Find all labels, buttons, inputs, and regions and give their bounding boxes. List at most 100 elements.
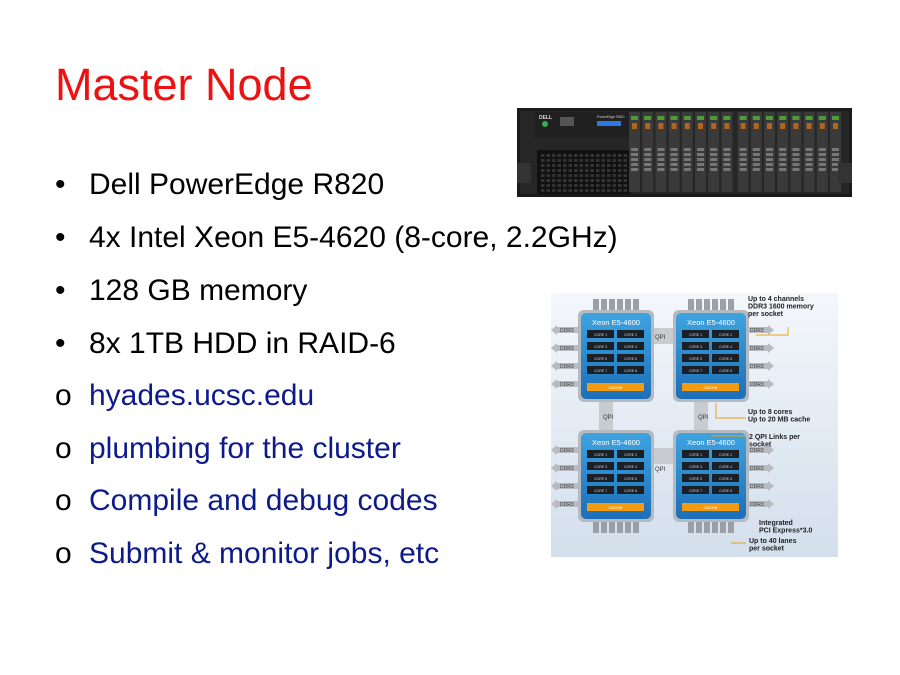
bullet-text: hyades.ucsc.edu — [89, 379, 315, 412]
sub-bullet-item: o hyades.ucsc.edu — [55, 381, 314, 411]
cache-block — [587, 503, 644, 511]
ddr3-label: DDR3 — [560, 346, 574, 352]
core-label: CORE 5 — [689, 357, 702, 361]
cache-block — [682, 503, 739, 511]
cpu-label: Xeon E5-4600 — [687, 318, 735, 327]
core-block — [712, 342, 739, 350]
bullet-text: 8x 1TB HDD in RAID-6 — [89, 327, 396, 360]
core-label: CORE 8 — [719, 489, 732, 493]
cache-label: CACHE — [703, 505, 717, 510]
core-label: CORE 4 — [624, 465, 637, 469]
core-block — [682, 330, 709, 338]
bullet-text: Compile and debug codes — [89, 484, 438, 517]
annotation-memory: Up to 4 channels — [748, 296, 804, 303]
server-model: PowerEdge R820 — [597, 115, 624, 119]
annotation-pcie: Integrated — [759, 520, 793, 527]
core-label: CORE 4 — [719, 465, 732, 469]
annotation-pcie-lanes: per socket — [749, 546, 785, 553]
memory-arrow — [551, 463, 579, 473]
core-block — [712, 354, 739, 362]
core-label: CORE 5 — [689, 477, 702, 481]
core-label: CORE 6 — [624, 477, 637, 481]
annotation-pcie: PCI Express*3.0 — [759, 528, 812, 535]
core-block — [682, 450, 709, 458]
drive-bay — [668, 112, 680, 192]
core-label: CORE 8 — [719, 369, 732, 373]
memory-arrow — [551, 379, 579, 389]
core-label: CORE 4 — [624, 345, 637, 349]
bullet-marker: o — [55, 537, 72, 570]
core-block — [617, 366, 644, 374]
core-block — [617, 330, 644, 338]
core-block — [617, 486, 644, 494]
core-block — [682, 474, 709, 482]
memory-arrow — [551, 499, 579, 509]
bullet-marker: • — [55, 274, 66, 307]
memory-arrow — [746, 463, 774, 473]
core-block — [712, 486, 739, 494]
core-label: CORE 7 — [594, 489, 607, 493]
core-block — [682, 486, 709, 494]
annotation-cores: Up to 20 MB cache — [748, 417, 810, 424]
core-label: CORE 6 — [719, 357, 732, 361]
core-block — [617, 450, 644, 458]
core-block — [587, 366, 614, 374]
qpi-label: QPI — [655, 467, 666, 473]
core-label: CORE 2 — [719, 453, 732, 457]
annotation-qpi: 2 QPI Links per — [749, 434, 800, 441]
core-block — [617, 354, 644, 362]
core-block — [712, 450, 739, 458]
bullet-marker: o — [55, 432, 72, 465]
bullet-text: Dell PowerEdge R820 — [89, 168, 385, 201]
core-label: CORE 6 — [624, 357, 637, 361]
callout-line — [715, 403, 746, 419]
annotation-pcie-lanes: Up to 40 lanes — [749, 538, 797, 545]
bullet-text: 4x Intel Xeon E5-4620 (8-core, 2.2GHz) — [89, 221, 618, 254]
bullet-text: 128 GB memory — [89, 274, 308, 307]
cpu-label: Xeon E5-4600 — [592, 438, 640, 447]
ddr3-label: DDR3 — [750, 448, 764, 454]
bullet-marker: o — [55, 379, 72, 412]
annotation-cores: Up to 8 cores — [748, 409, 792, 416]
annotation-qpi: socket — [749, 442, 772, 449]
cache-block — [587, 383, 644, 391]
bullet-marker: • — [55, 221, 66, 254]
core-block — [587, 342, 614, 350]
core-block — [587, 354, 614, 362]
ddr3-label: DDR3 — [560, 364, 574, 370]
qpi-label: QPI — [655, 335, 666, 341]
bullet-item: • 128 GB memory — [55, 276, 307, 306]
core-block — [682, 462, 709, 470]
core-label: CORE 3 — [594, 465, 607, 469]
slide-title: Master Node — [55, 59, 313, 110]
drive-bay — [764, 112, 775, 192]
bullet-marker: o — [55, 484, 72, 517]
core-label: CORE 2 — [624, 333, 637, 337]
drive-bay — [708, 112, 720, 192]
core-block — [617, 474, 644, 482]
core-block — [587, 330, 614, 338]
memory-arrow — [746, 343, 774, 353]
core-block — [617, 462, 644, 470]
memory-arrow — [551, 325, 579, 335]
cache-label: CACHE — [703, 385, 717, 390]
ddr3-label: DDR3 — [750, 328, 764, 334]
memory-arrow — [746, 361, 774, 371]
core-block — [712, 330, 739, 338]
memory-arrow — [746, 379, 774, 389]
core-block — [712, 462, 739, 470]
ddr3-label: DDR3 — [750, 466, 764, 472]
drive-bay — [790, 112, 802, 192]
memory-arrow — [746, 499, 774, 509]
core-block — [712, 474, 739, 482]
memory-arrow — [551, 445, 579, 455]
bullet-item: •8x 1TB HDD in RAID-6 — [55, 329, 396, 359]
core-label: CORE 3 — [689, 465, 702, 469]
memory-arrow — [746, 325, 774, 335]
ddr3-label: DDR3 — [750, 346, 764, 352]
